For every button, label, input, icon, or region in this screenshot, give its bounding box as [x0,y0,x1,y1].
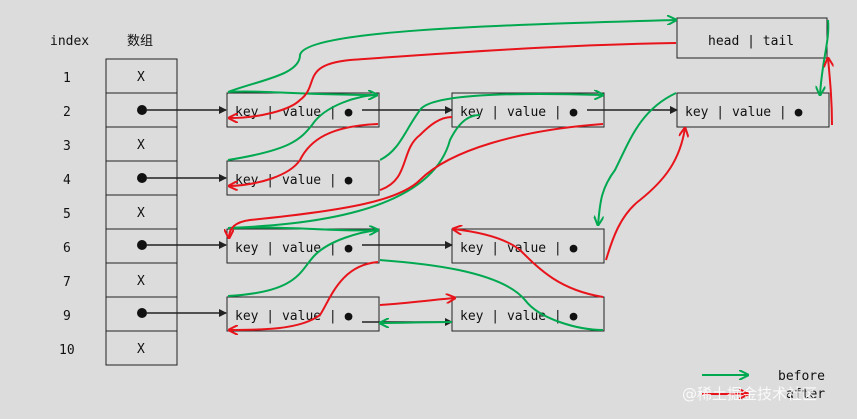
before-arrow [380,322,453,323]
legend-after-label: after [786,387,825,402]
after-arrow [229,123,379,186]
node-label: key | value | ● [235,241,353,256]
after-arrow [229,261,379,330]
index-label: 10 [59,343,75,358]
index-label: 4 [63,173,71,188]
before-arrow [820,19,830,95]
pointer-dot [137,308,147,318]
index-label: 5 [63,207,71,222]
after-arrow [828,58,832,126]
after-arrow [453,229,604,298]
index-label: 1 [63,71,71,86]
index-header: index [50,34,89,49]
bucket-cell [105,330,178,366]
before-arrow [227,92,377,95]
entry-node: key | value | ● [226,160,380,196]
entry-node: key | value | ● [451,92,605,128]
pointer-dot [137,173,147,183]
before-arrow [598,92,677,225]
pointer-dot [137,240,147,250]
before-arrow [379,94,603,161]
empty-bucket-mark: X [137,206,145,221]
index-label: 7 [63,275,71,290]
empty-bucket-mark: X [137,138,145,153]
node-label: key | value | ● [235,105,353,120]
before-arrow [379,259,604,331]
after-arrow [229,42,677,118]
legend: before after [702,369,825,402]
node-label: key | value | ● [685,105,803,120]
after-links [229,42,832,330]
index-label: 9 [63,309,71,324]
empty-bucket-mark: X [137,274,145,289]
after-arrow [229,123,604,238]
node-label: key | value | ● [235,173,353,188]
node-label: key | value | ● [235,309,353,324]
after-arrow [605,128,685,261]
index-label: 3 [63,139,71,154]
entry-node: key | value | ● [451,296,605,332]
after-arrow [379,298,455,306]
empty-bucket-mark: X [137,70,145,85]
node-label: key | value | ● [460,309,578,324]
before-arrow [227,114,481,229]
before-arrow [227,20,676,93]
before-arrow [227,229,379,297]
empty-bucket-mark: X [137,342,145,357]
head-tail-label: head | tail [708,34,794,49]
pointer-dot [137,105,147,115]
before-links [227,19,830,331]
before-arrow [227,228,378,231]
after-arrow [379,116,453,191]
bucket-pointers [137,105,227,318]
before-arrow [227,94,378,161]
index-label: 2 [63,105,71,120]
entry-node: key | value | ● [226,296,380,332]
watermark: @稀土掘金技术社区 [682,385,817,403]
entry-node: key | value | ● [676,92,830,128]
index-label: 6 [63,241,71,256]
head-tail-box: head | tail [676,17,828,59]
bucket-array-header: 数组 [127,34,153,49]
node-label: key | value | ● [460,105,578,120]
legend-before-label: before [778,369,825,384]
